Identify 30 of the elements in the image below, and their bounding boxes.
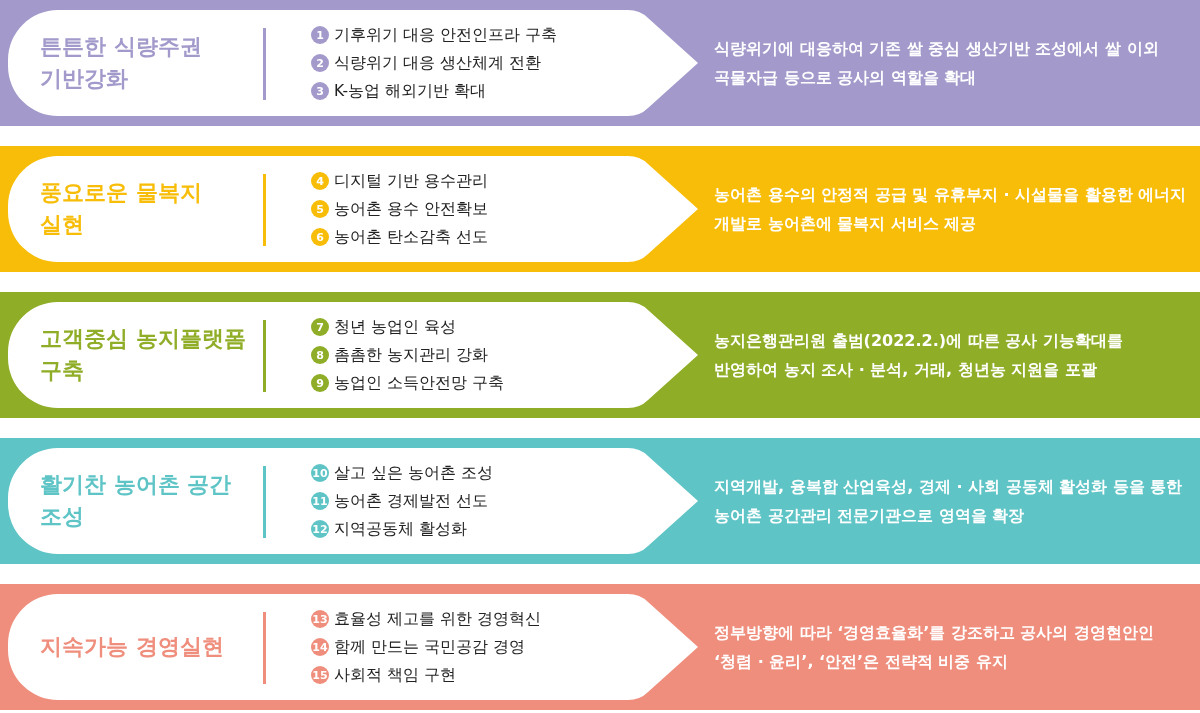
strategy-band — [0, 0, 1200, 126]
description-text: 농어촌 용수의 안정적 공급 및 유휴부지 · 시설물을 활용한 에너지 개발로 농어촌에 물복지 서비스 제공 — [714, 184, 1188, 235]
task-text: K-농업 해외기반 확대 — [334, 80, 486, 102]
description-text: 지역개발, 융복합 산업육성, 경제 · 사회 공동체 활성화 등을 통한 농어촌 공간관리 전문기관으로 영역을 확장 — [714, 476, 1184, 527]
task-text: 청년 농업인 육성 — [334, 316, 456, 338]
task-text: 지역공동체 활성화 — [334, 518, 467, 540]
strategy-heading: 활기찬 농어촌 공간 조성 — [40, 471, 233, 531]
task-text: 기후위기 대응 안전인프라 구축 — [334, 24, 557, 46]
strategy-band — [0, 146, 1200, 272]
strategy-heading: 고객중심 농지플랫폼 구축 — [40, 325, 247, 385]
task-text: 사회적 책임 구현 — [334, 664, 456, 686]
task-text: 농어촌 용수 안전확보 — [334, 198, 488, 220]
task-text: 촘촘한 농지관리 강화 — [334, 344, 488, 366]
description-text: 식량위기에 대응하여 기존 쌀 중심 생산기반 조성에서 쌀 이외 곡물자급 등으로 공사의 역할을 확대 — [714, 38, 1160, 89]
description-text: 농지은행관리원 출범(2022.2.)에 따른 공사 기능확대를 반영하여 농지 조사 · 분석, 거래, 청년농 지원을 포괄 — [714, 330, 1124, 381]
task-text: 디지털 기반 용수관리 — [334, 170, 488, 192]
strategy-band — [0, 584, 1200, 710]
strategy-band — [0, 292, 1200, 418]
strategy-heading: 풍요로운 물복지 실현 — [40, 179, 203, 239]
task-text: 농업인 소득안전망 구축 — [334, 372, 504, 394]
task-text: 효율성 제고를 위한 경영혁신 — [334, 608, 541, 630]
description-text: 정부방향에 따라 ‘경영효율화’를 강조하고 공사의 경영현안인 ‘청렴 · 윤리’, ‘안전’은 전략적 비중 유지 — [714, 622, 1155, 673]
task-text: 농어촌 탄소감축 선도 — [334, 226, 488, 248]
task-text: 함께 만드는 국민공감 경영 — [334, 636, 525, 658]
task-text: 식량위기 대응 생산체계 전환 — [334, 52, 541, 74]
strategy-heading: 지속가능 경영실현 — [40, 633, 225, 661]
task-text: 살고 싶은 농어촌 조성 — [334, 462, 493, 484]
strategy-band — [0, 438, 1200, 564]
strategy-heading: 튼튼한 식량주권 기반강화 — [40, 33, 203, 93]
task-text: 농어촌 경제발전 선도 — [334, 490, 488, 512]
